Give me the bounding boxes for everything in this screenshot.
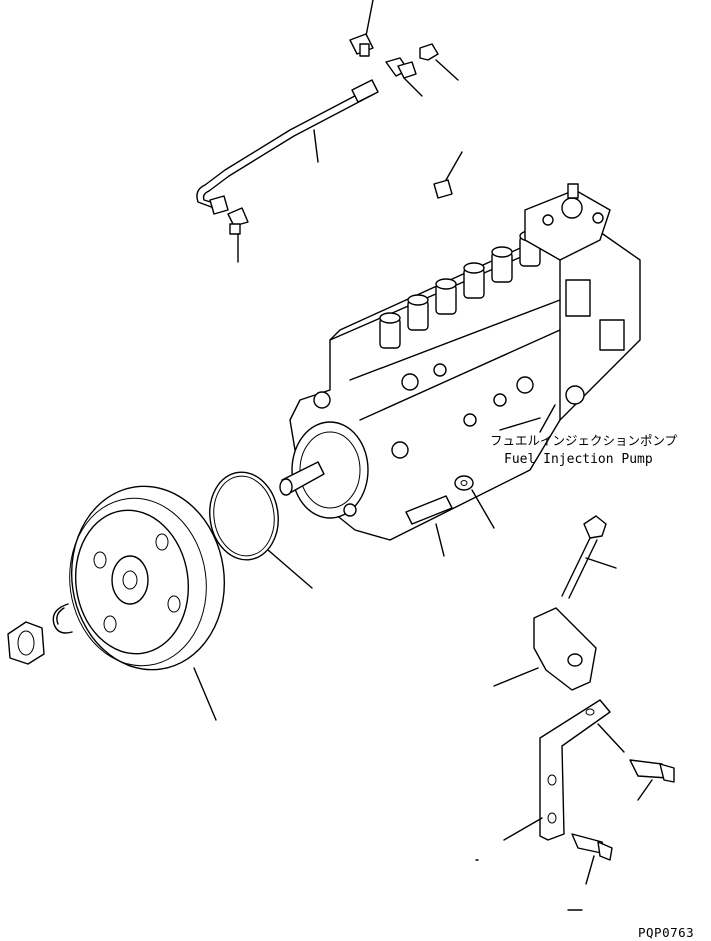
fuel-injection-pump [279,183,641,541]
fuel-pipe [196,79,379,215]
bracket-plate [503,699,625,841]
bracket-block [493,607,597,691]
part-label-jp: フュエルインジェクションポンプ [490,433,678,448]
bolt-bottom [475,833,613,911]
pump-leader-line [499,417,541,431]
top-connector-fitting [349,0,374,57]
pump-front-flange [279,421,369,519]
small-bolt-center [433,151,463,199]
hex-nut [7,621,45,665]
drive-gear [69,485,226,721]
lock-ring [52,603,73,634]
elbow-fitting [385,57,423,97]
support-bolt-long [561,515,617,599]
washer [454,475,495,529]
o-ring [209,471,313,589]
nut-top [419,43,459,81]
part-label-en: Fuel Injection Pump [504,452,653,467]
banjo-bolt-left [227,207,249,263]
bolt-right [629,759,675,801]
drawing-code: PQP0763 [638,925,694,940]
stud-bolt [405,495,453,557]
